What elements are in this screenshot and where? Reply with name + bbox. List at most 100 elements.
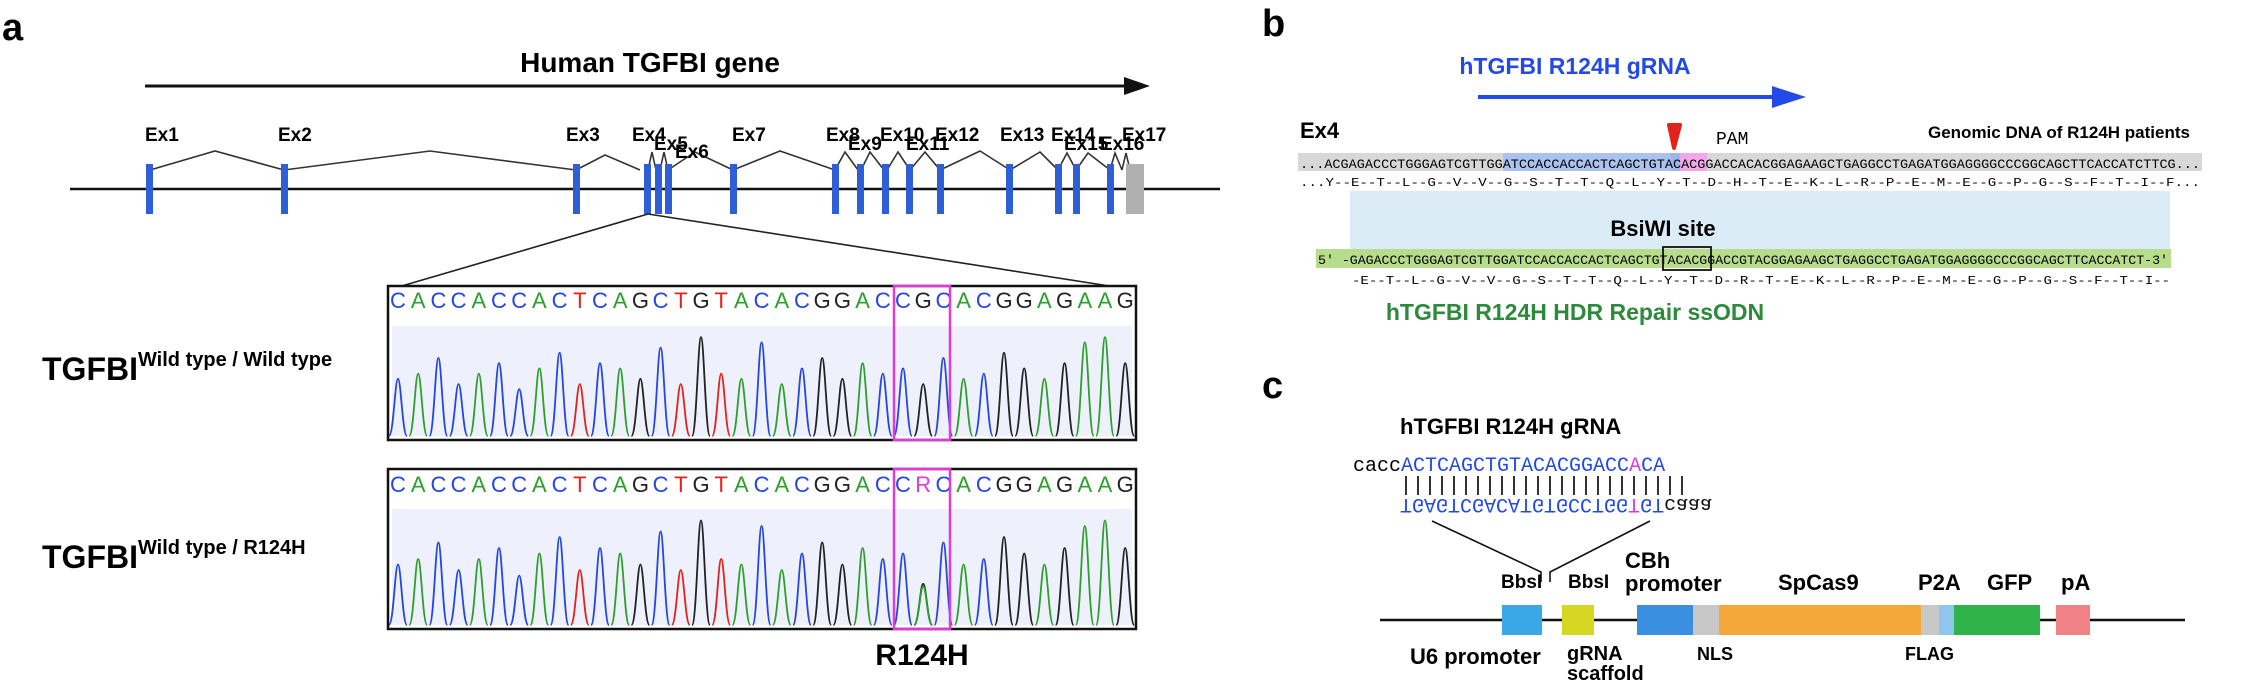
trace-peak <box>893 367 913 437</box>
trace-peak <box>650 346 671 437</box>
sequence-base: C <box>390 288 406 313</box>
sequence-base: C <box>653 288 669 313</box>
sequence-base: G <box>1016 288 1033 313</box>
grna-label-b: hTGFBI R124H gRNA <box>1459 53 1690 79</box>
sequence-base: G <box>632 288 649 313</box>
sequence-base: G <box>834 472 851 497</box>
sequence-base: C <box>976 288 992 313</box>
sequence-base: T <box>674 472 687 497</box>
trace-peak <box>590 547 610 626</box>
grna-top-prefix: cacc <box>1353 455 1401 478</box>
trace-peak <box>691 519 711 626</box>
trace-peak <box>489 547 509 626</box>
sequence-base: G <box>692 288 709 313</box>
grna-bottom-strand: TGAGTCGACATGTGCCTGGTGTcaaa <box>1400 492 1712 515</box>
chromatogram-wt-traces <box>388 326 1136 437</box>
zoom-line-right <box>647 213 1136 291</box>
trace-peak <box>792 552 812 626</box>
trace-peak <box>1095 336 1115 437</box>
sequence-base: G <box>995 472 1012 497</box>
trace-peak <box>569 383 590 437</box>
grna-top-end: CA <box>1641 455 1665 478</box>
trace-peak <box>630 377 651 437</box>
exon-1 <box>146 164 153 214</box>
exon-12 <box>937 164 944 214</box>
exon-3 <box>573 164 580 214</box>
mutation-highlight-het <box>892 467 952 631</box>
sequence-base: T <box>714 288 727 313</box>
trace-peak <box>953 563 974 626</box>
ssodn-sequence: 5' -GAGACCCTGGGAGTCGTTGGATCCACCACCACTCAG… <box>1318 253 2168 268</box>
sequence-base: G <box>1056 472 1073 497</box>
trace-peak <box>994 536 1014 626</box>
exon-label-17: Ex17 <box>1122 125 1166 146</box>
trace-peak <box>832 377 853 437</box>
sequence-base: A <box>411 288 426 313</box>
exon-label-12: Ex12 <box>935 125 979 146</box>
grna-title-c: hTGFBI R124H gRNA <box>1400 414 1621 439</box>
exon-5 <box>655 164 662 214</box>
trace-peak <box>529 367 550 437</box>
trace-peak <box>630 563 651 626</box>
p2a-block <box>1921 605 1939 635</box>
sequence-base: G <box>632 472 649 497</box>
grna-top-mut: A <box>1629 455 1641 478</box>
sequence-base: G <box>834 288 851 313</box>
sequence-base: C <box>552 288 568 313</box>
sequence-base: T <box>573 472 586 497</box>
genomic-label: Genomic DNA of R124H patients <box>1928 123 2190 142</box>
exon-17 <box>1126 164 1144 214</box>
trace-peak <box>509 388 530 437</box>
trace-peak <box>852 547 873 626</box>
sequence-base: A <box>734 288 749 313</box>
grna-bottom-mut: T <box>1628 492 1640 515</box>
gfp-label: GFP <box>1987 570 2032 595</box>
trace-peak <box>1074 525 1095 626</box>
sequence-base: G <box>995 288 1012 313</box>
genotype-wt-gene: TGFBI <box>42 351 138 387</box>
panel-label-a: a <box>2 7 24 49</box>
sequence-base: C <box>895 472 911 497</box>
ssodn-aa: -E--T--L--G--V--V--G--S--T--T--Q--L--Y--… <box>1352 274 2170 288</box>
trace-peak <box>610 367 631 437</box>
exon-8 <box>832 164 839 214</box>
trace-peak <box>994 351 1014 437</box>
sequence-base: A <box>956 472 971 497</box>
genomic-sequence: ...ACGAGACCCTGGGAGTCGTTGGATCCACCACCACTCA… <box>1300 157 2200 172</box>
cbh-promoter-block <box>1637 605 1693 635</box>
trace-peak <box>792 367 812 437</box>
spcas9-label: SpCas9 <box>1778 570 1859 595</box>
trace-peak <box>731 563 752 626</box>
trace-peak <box>650 530 671 626</box>
sequence-base: A <box>532 288 547 313</box>
pa-label: pA <box>2061 570 2090 595</box>
sequence-base: A <box>532 472 547 497</box>
panel-label-c: c <box>1262 365 1283 407</box>
exon-label-3: Ex3 <box>566 125 600 146</box>
bbsi-label-1: BbsI <box>1501 572 1542 593</box>
sequence-base: G <box>692 472 709 497</box>
sequence-base: C <box>935 472 951 497</box>
trace-peak <box>711 372 732 437</box>
trace-peak <box>1095 519 1115 626</box>
genotype-het-sup: Wild type / R124H <box>138 537 306 559</box>
trace-peak <box>973 372 994 437</box>
sequence-base: G <box>1117 472 1134 497</box>
trace-peak <box>731 377 752 437</box>
sequence-base: C <box>754 472 770 497</box>
trace-peak <box>973 558 994 626</box>
sequence-base: C <box>491 288 507 313</box>
sequence-base: G <box>1117 288 1134 313</box>
sequence-base: C <box>592 288 608 313</box>
sequence-base: C <box>653 472 669 497</box>
insert-line-left <box>1431 520 1542 582</box>
sequence-base: A <box>471 472 486 497</box>
ex4-label: Ex4 <box>1300 118 1340 143</box>
sequence-base: A <box>774 288 789 313</box>
grna-bottom-suffix: caaa <box>1664 492 1712 515</box>
mutant-base-highlight <box>1671 153 1680 171</box>
sequence-base: T <box>714 472 727 497</box>
trace-peak <box>812 541 833 626</box>
